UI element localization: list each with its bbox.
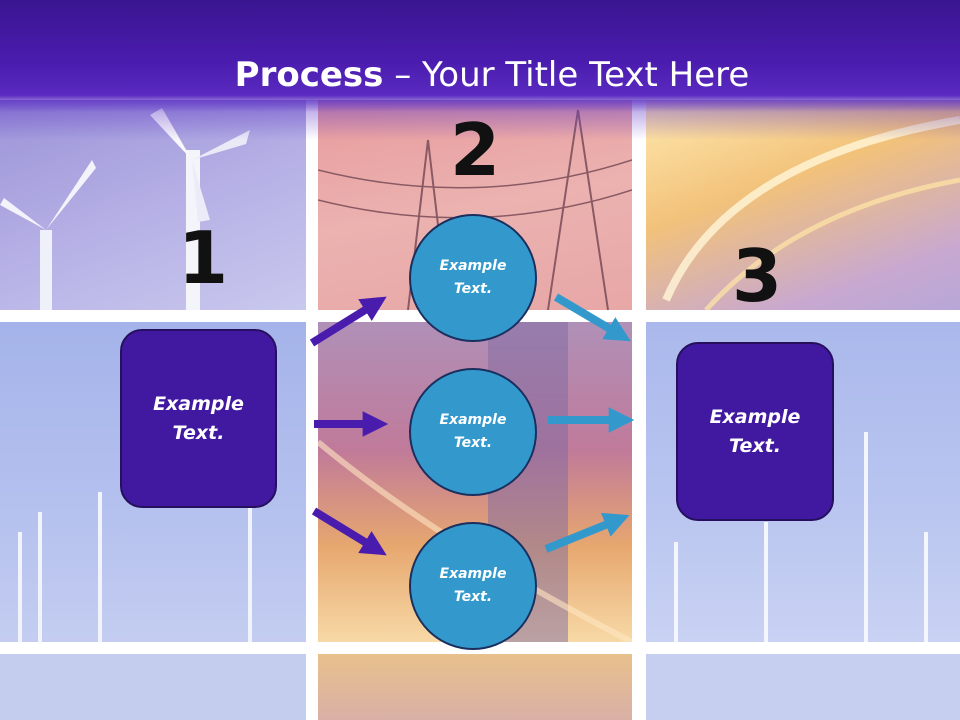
step-number-3: 3 bbox=[732, 234, 783, 318]
title-strong: Process bbox=[234, 55, 384, 95]
step-1-text: Example Text. bbox=[153, 392, 244, 444]
step-3-text: Example Text. bbox=[709, 405, 801, 457]
title-bar bbox=[0, 0, 960, 112]
arrow-from-top bbox=[553, 293, 631, 342]
step-3-box: Example Text. bbox=[676, 342, 834, 521]
step-number-1: 1 bbox=[178, 216, 229, 300]
slide-title: Process – Your Title Text Here bbox=[0, 52, 960, 98]
step-number-2: 2 bbox=[450, 108, 501, 192]
bg-strip-bottom-right bbox=[646, 654, 960, 720]
step-1-box: Example Text. bbox=[120, 329, 277, 508]
arrow-from-bottom bbox=[544, 512, 630, 553]
bg-strip-bottom-left bbox=[0, 654, 306, 720]
step-2-circle-bottom: Example Text. bbox=[409, 522, 537, 650]
title-rest: Your Title Text Here bbox=[422, 55, 750, 95]
arrow-to-bottom bbox=[311, 507, 387, 556]
title-dash: – bbox=[383, 55, 423, 95]
title-bar-fade bbox=[0, 100, 960, 140]
step-2-circle-top: Example Text. bbox=[409, 214, 537, 342]
bg-strip-bottom-middle bbox=[318, 654, 632, 720]
arrow-to-top bbox=[309, 296, 387, 347]
step-2-circle-middle: Example Text. bbox=[409, 368, 537, 496]
step-2-circle-bottom-text: Example Text. bbox=[439, 566, 507, 605]
step-2-circle-middle-text: Example Text. bbox=[439, 412, 507, 451]
step-2-circle-top-text: Example Text. bbox=[439, 258, 507, 297]
